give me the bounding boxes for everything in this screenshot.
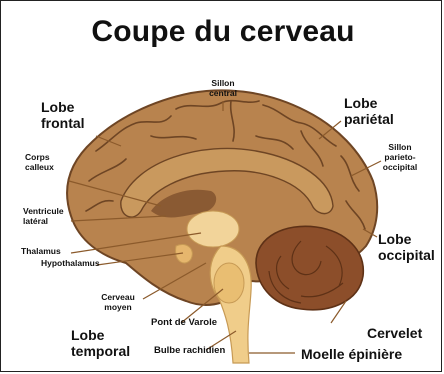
label-lobe-frontal: Lobe frontal xyxy=(41,99,85,131)
label-cervelet: Cervelet xyxy=(367,325,422,341)
label-lobe-temporal: Lobe temporal xyxy=(71,327,130,359)
label-lobe-parietal: Lobe pariétal xyxy=(344,95,394,127)
label-cerveau-moyen: Cerveau moyen xyxy=(93,293,143,313)
pons-shape xyxy=(214,263,244,303)
thalamus-shape xyxy=(187,211,239,247)
label-bulbe-rachidien: Bulbe rachidien xyxy=(154,346,225,357)
label-pont-de-varole: Pont de Varole xyxy=(151,318,217,329)
label-ventricule-lateral: Ventricule latéral xyxy=(23,207,64,227)
label-hypothalamus: Hypothalamus xyxy=(41,259,100,269)
label-moelle-epiniere: Moelle épinière xyxy=(301,346,402,362)
label-sillon-central: Sillon central xyxy=(201,79,245,99)
cerebellum-shape xyxy=(256,226,363,309)
label-sillon-parieto-occipital: Sillon parieto- occipital xyxy=(371,143,429,172)
label-thalamus: Thalamus xyxy=(21,247,61,257)
label-lobe-occipital: Lobe occipital xyxy=(378,231,435,263)
label-corps-calleux: Corps calleux xyxy=(25,153,54,173)
